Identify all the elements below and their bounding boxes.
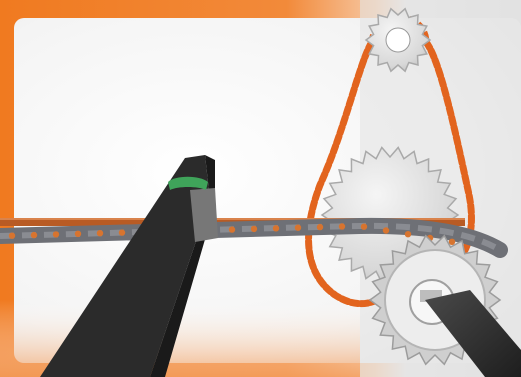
chain-pin — [75, 231, 81, 237]
chain-pin — [383, 227, 389, 233]
chain-pin — [317, 224, 323, 230]
chain-pin — [9, 233, 15, 239]
chain-pin — [361, 224, 367, 230]
chain-pin — [53, 231, 59, 237]
chain-pin — [31, 232, 37, 238]
chain-pin — [273, 225, 279, 231]
chain-pin — [97, 230, 103, 236]
chain-pin — [251, 226, 257, 232]
chain-pin — [119, 229, 125, 235]
chain-pin — [229, 226, 235, 232]
chain-pin — [405, 231, 411, 237]
chain-pin — [449, 239, 455, 245]
chain-pin — [295, 225, 301, 231]
chain-pin — [339, 223, 345, 229]
